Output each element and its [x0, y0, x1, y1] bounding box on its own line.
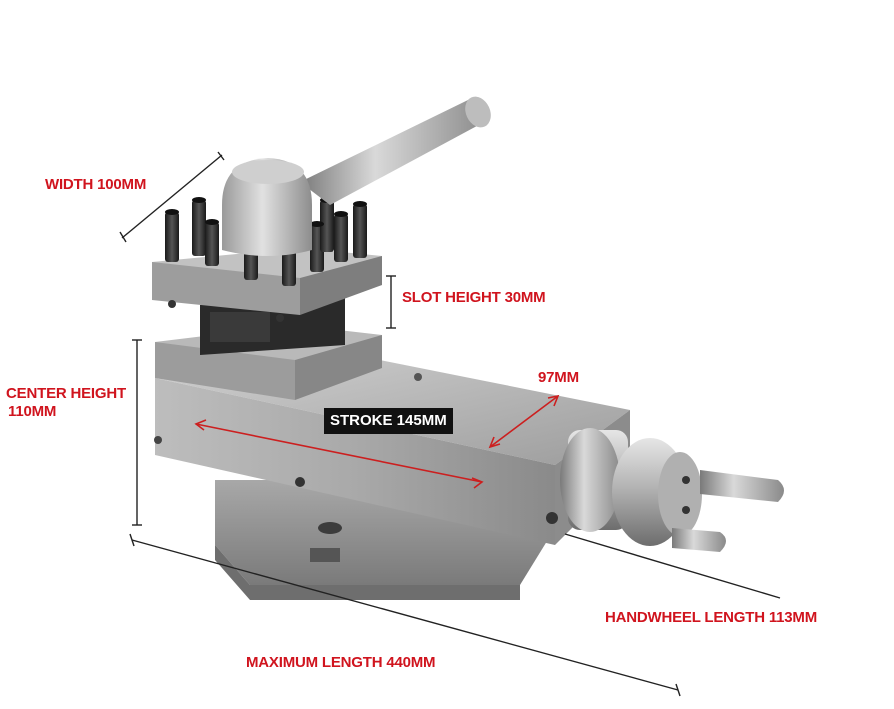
locking-handle	[300, 96, 491, 205]
tool-post-dome	[222, 158, 312, 256]
center-height-label: CENTER HEIGHT 110MM	[2, 385, 130, 421]
stroke-label: STROKE 145MM	[324, 408, 453, 434]
slot-height-label: SLOT HEIGHT 30MM	[402, 289, 546, 306]
depth-label: 97MM	[538, 369, 579, 386]
maximum-length-label: MAXIMUM LENGTH 440MM	[246, 654, 436, 671]
width-label: WIDTH 100MM	[45, 176, 147, 193]
center-height-label-line1: CENTER HEIGHT	[6, 385, 126, 402]
width-dimension-line	[119, 151, 225, 243]
depth-dimension-arrow	[488, 394, 560, 449]
slot-height-dimension-line	[386, 275, 396, 329]
handwheel-length-label: HANDWHEEL LENGTH 113MM	[605, 609, 818, 626]
center-height-label-line2: 110MM	[8, 403, 57, 420]
max-length-dimension-line	[129, 533, 681, 697]
stroke-dimension-arrow	[194, 419, 484, 489]
center-height-dimension-line	[132, 339, 142, 526]
handwheel-dimension-line	[564, 533, 781, 599]
handwheel-assembly	[560, 428, 784, 552]
